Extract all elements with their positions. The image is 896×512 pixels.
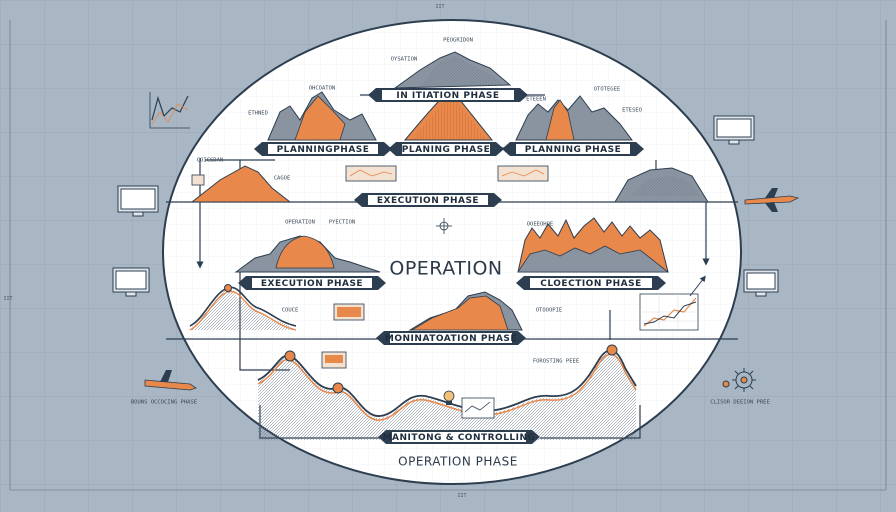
phase-label-execution-top: EXECUTION PHASE bbox=[354, 193, 502, 207]
phase-label-initiation: IN ITIATION PHASE bbox=[368, 88, 528, 102]
closure-area-chart-grey bbox=[517, 245, 670, 273]
gear-icon bbox=[722, 368, 756, 392]
phase-label-closure: CLOECTION PHASE bbox=[516, 276, 666, 290]
planning-mid-chart-hatch bbox=[412, 100, 486, 140]
monitor-icon-right-mid bbox=[743, 269, 779, 297]
planning-right-chart bbox=[515, 95, 633, 141]
label-initiation-left: OYSATION bbox=[391, 57, 418, 63]
label-execution-left-side: COICSDAN bbox=[197, 158, 224, 164]
wave-chart-left bbox=[190, 288, 296, 330]
side-line-chart-icon bbox=[149, 92, 190, 129]
wave-line-left-dark bbox=[189, 286, 297, 327]
execution-left-label: EXECUTION PHASE bbox=[261, 279, 363, 289]
label-right-gear: CLISOR DEEION PREE bbox=[710, 400, 770, 406]
axis-label-top: IIT bbox=[435, 4, 444, 10]
wave-line-left-orange bbox=[189, 290, 297, 331]
label-operation-left: OPERATION bbox=[285, 220, 315, 226]
execution-left-chart bbox=[190, 165, 292, 203]
operation-dome-orange bbox=[275, 235, 335, 269]
label-left-plane: BOUNS OCCOCING PHASE bbox=[131, 400, 197, 406]
wave-left-markers bbox=[224, 284, 232, 292]
growth-line-chart bbox=[639, 293, 699, 331]
label-initiation-top: PEOGRIDON bbox=[443, 38, 473, 44]
planning-right-label: PLANNING PHASE bbox=[525, 145, 622, 155]
axis-label-left: IIT bbox=[3, 296, 12, 302]
bottom-wave-line-dark bbox=[257, 349, 637, 417]
phase-label-planning-mid: PLANING PHASE bbox=[388, 142, 504, 156]
axis-ticks bbox=[9, 20, 887, 491]
monitoring-controlling-label: MANITONG & CONTROLLING bbox=[383, 433, 536, 443]
airplane-icon-right bbox=[744, 188, 800, 212]
bottom-wave-line-orange bbox=[257, 353, 637, 421]
label-monitoring-right: OTOOOPIE bbox=[536, 308, 563, 314]
target-icon bbox=[436, 218, 452, 234]
phase-label-monitoring-controlling: MANITONG & CONTROLLING bbox=[378, 430, 540, 444]
planning-right-chart-orange bbox=[545, 99, 575, 141]
monitoring-chart-orange bbox=[410, 295, 509, 331]
planning-mid-label: PLANING PHASE bbox=[402, 145, 490, 155]
chart-card-icons bbox=[191, 165, 549, 419]
label-planning-right-far: OTOTEGEE bbox=[594, 87, 621, 93]
monitoring-label: MONINATOATION PHASE bbox=[385, 334, 517, 344]
phase-label-monitoring: MONINATOATION PHASE bbox=[376, 331, 526, 345]
growth-arrow bbox=[689, 275, 706, 297]
monitor-icon-left-mid bbox=[112, 267, 150, 297]
label-planning-right-side: ETEEEN bbox=[526, 97, 546, 103]
phase-label-execution-left: EXECUTION PHASE bbox=[238, 276, 386, 290]
label-monitoring-left: COUCE bbox=[282, 308, 299, 314]
lightbulb-icon bbox=[443, 390, 455, 405]
phase-label-planning-right: PLANNING PHASE bbox=[502, 142, 644, 156]
closure-label: CLOECTION PHASE bbox=[540, 279, 641, 289]
label-operation-mid: PYECTION bbox=[329, 220, 356, 226]
airplane-icon-left bbox=[144, 370, 197, 391]
initiation-label: IN ITIATION PHASE bbox=[396, 91, 499, 101]
initiation-chart-hatch bbox=[420, 56, 505, 86]
bottom-wave-markers bbox=[284, 344, 618, 394]
execution-top-label: EXECUTION PHASE bbox=[377, 196, 479, 206]
label-execution-left-mid: CAGOE bbox=[274, 176, 291, 182]
label-closure-top: OOEEOHOE bbox=[527, 222, 554, 228]
execution-right-chart-hatch bbox=[630, 176, 700, 196]
bottom-wave-fill bbox=[258, 352, 636, 440]
label-planning-left-top: OHCOATON bbox=[309, 86, 336, 92]
center-title: OPERATION bbox=[389, 258, 502, 280]
label-lower-right: FOROSTING PEEE bbox=[533, 359, 579, 365]
label-planning-left-side: ETHNED bbox=[248, 111, 268, 117]
planning-left-label: PLANNINGPHASE bbox=[277, 145, 370, 155]
footer-title: OPERATION PHASE bbox=[398, 455, 518, 469]
axis-label-bottom: IIT bbox=[457, 493, 466, 499]
monitor-icon-right-top bbox=[713, 115, 755, 145]
phase-label-planning-left: PLANNINGPHASE bbox=[254, 142, 392, 156]
planning-left-chart-orange bbox=[294, 95, 346, 141]
label-planning-right-top: ETESEO bbox=[622, 108, 642, 114]
monitor-icon-left-top bbox=[117, 185, 159, 217]
